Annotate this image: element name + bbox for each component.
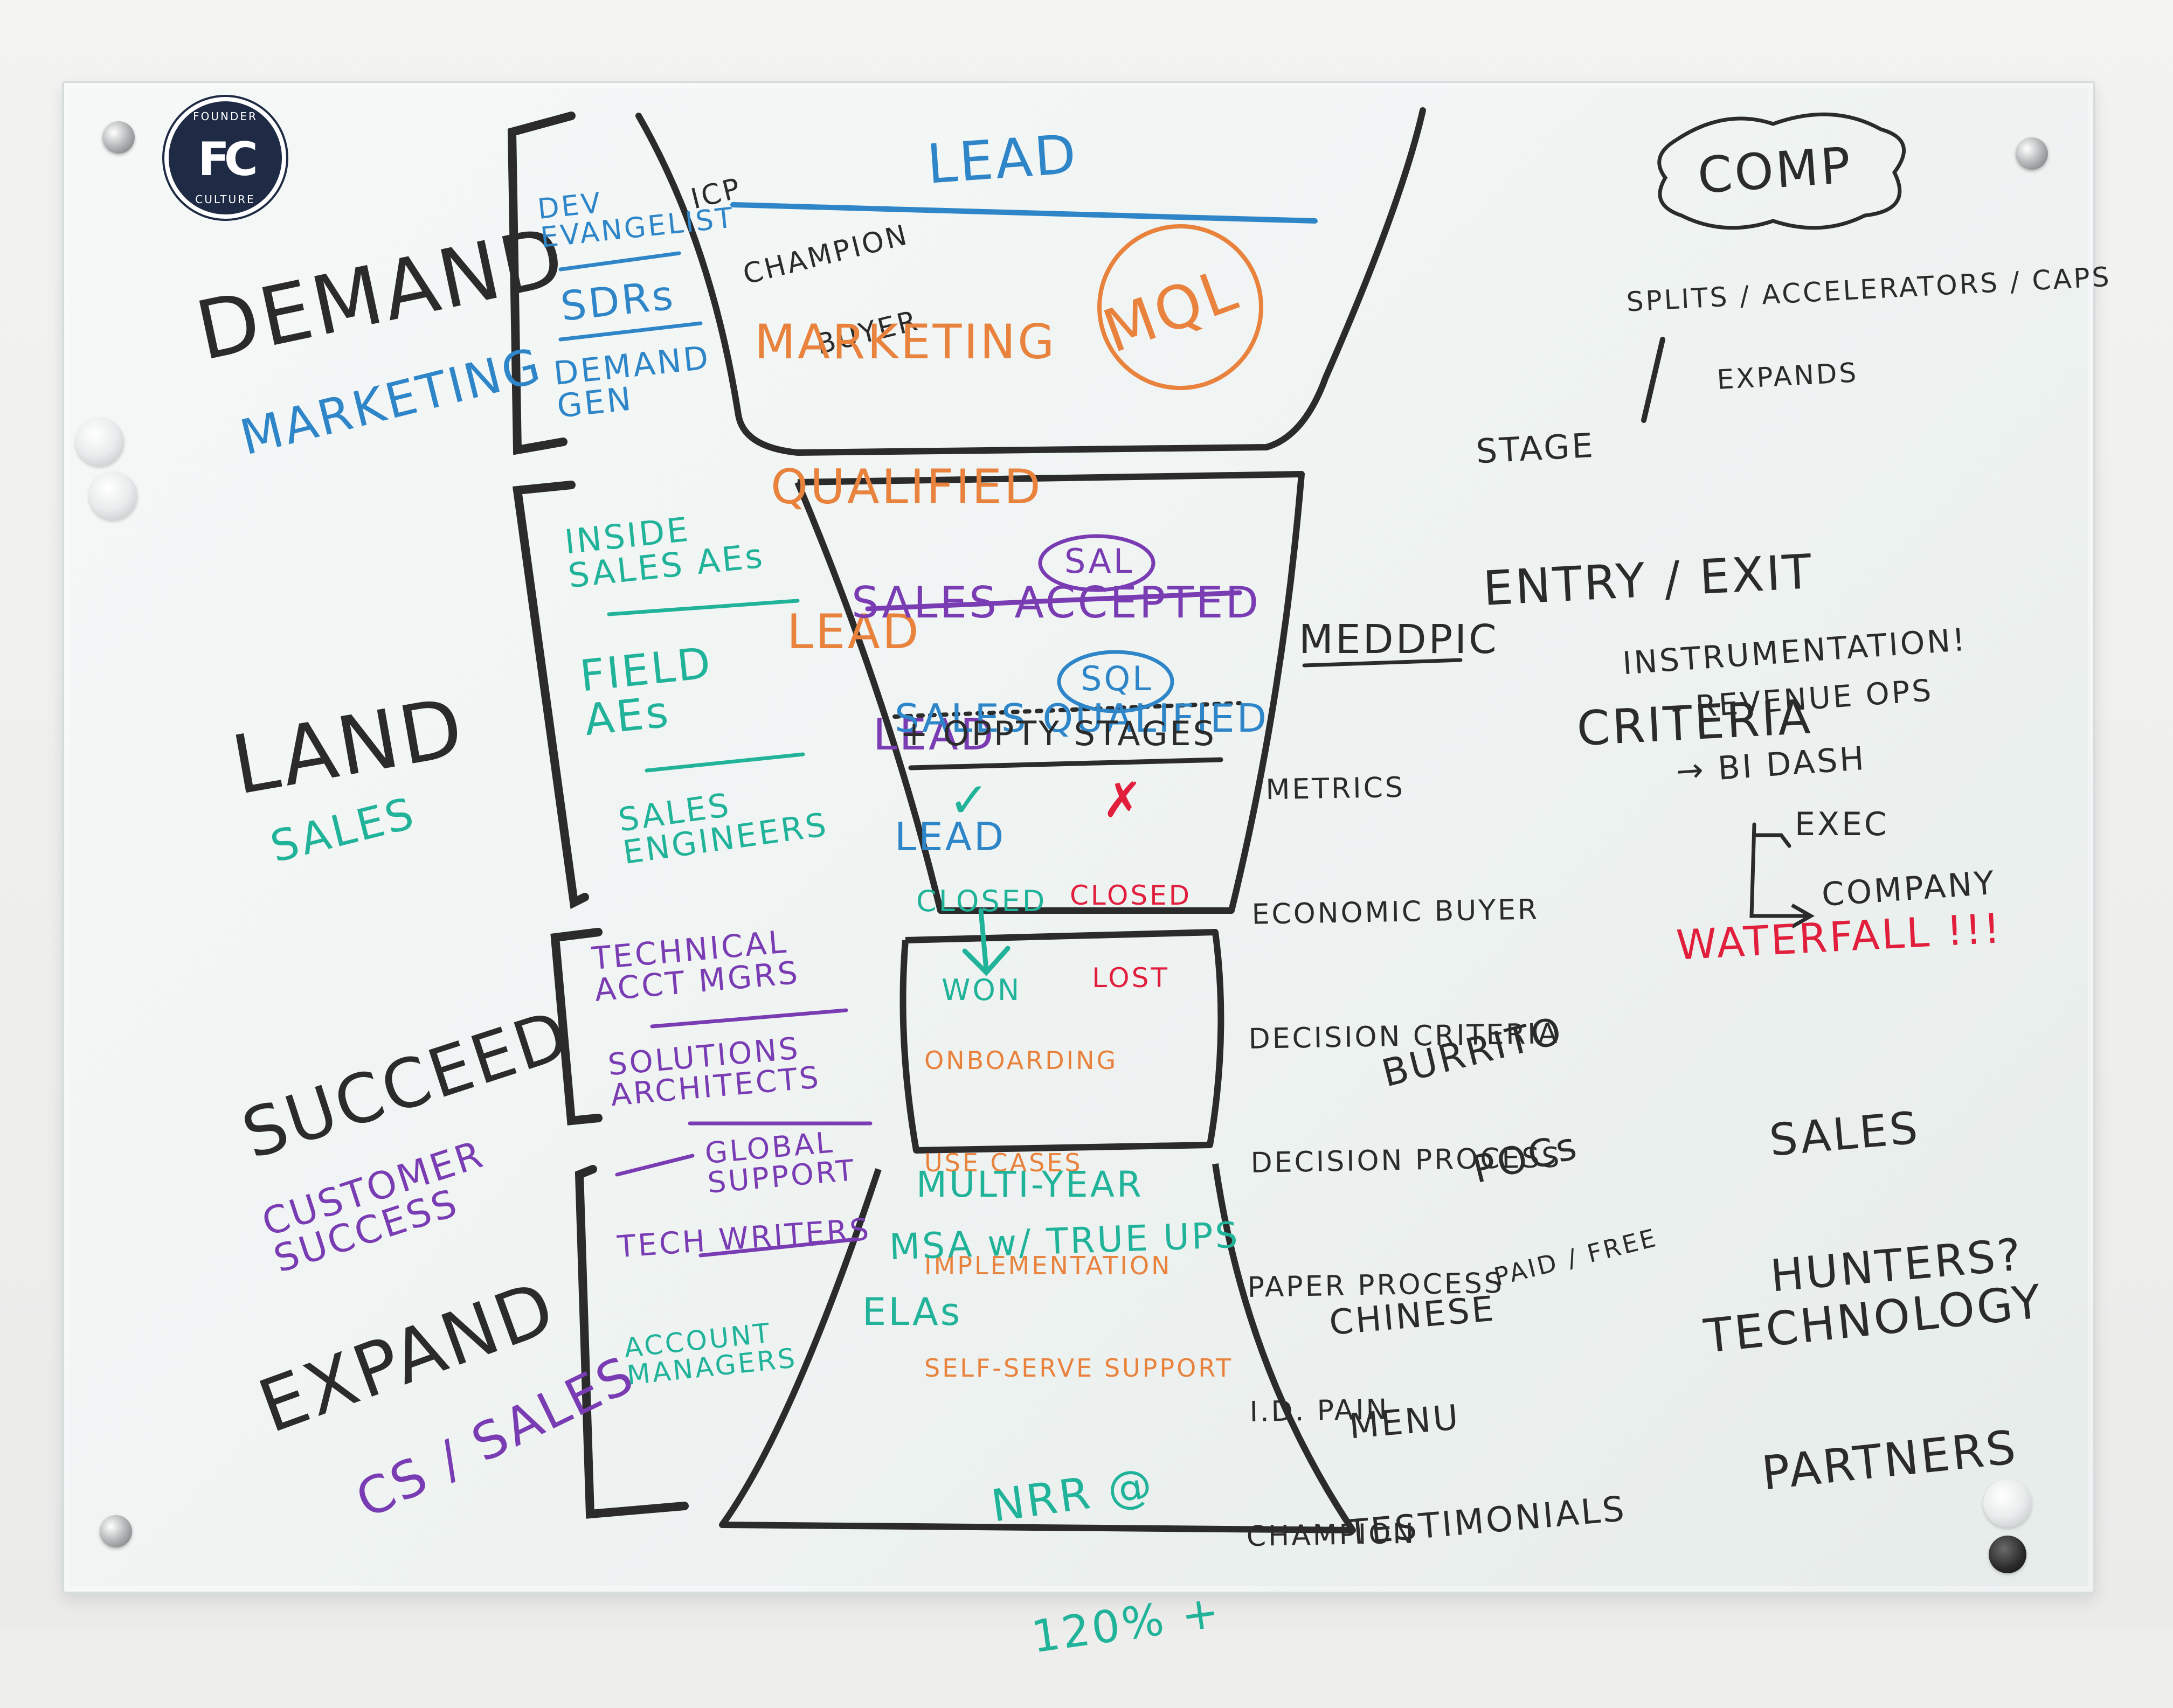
logo-top-text: FOUNDER: [193, 110, 258, 123]
nrr-line-2: 120% +: [1028, 1586, 1224, 1663]
mql-line-qualified: QUALIFIED: [771, 459, 1043, 515]
icp-label: ICP: [688, 172, 745, 216]
magnet: [89, 471, 137, 520]
sales-hunters-line: SALES: [1767, 1102, 1922, 1167]
sql-label: SALES QUALIFIED LEAD: [895, 620, 1269, 897]
logo-mark: FC: [198, 133, 258, 186]
burrito-line: BURRITO: [1377, 1008, 1568, 1096]
magnet: [1983, 1479, 2032, 1528]
technology-partners-line: TECHNOLOGY: [1701, 1275, 2046, 1364]
mql-line-marketing: MARKETING: [755, 314, 1057, 370]
won-check-icon: ✓: [949, 772, 992, 829]
oppty-stages-label: + OPPTY STAGES: [900, 714, 1216, 753]
board-standoff: [2016, 137, 2048, 170]
mql-label: MARKETING QUALIFIED LEAD: [755, 221, 1056, 705]
sql-line-2: LEAD: [895, 814, 1006, 860]
onboarding-item: USE CASES: [924, 1148, 1083, 1178]
comp-detail-line: SPLITS / ACCELERATORS / CAPS: [1625, 261, 2112, 318]
instrumentation-exec: EXEC: [1795, 806, 1889, 843]
nrr-label: NRR @ 120% +: [976, 1366, 1230, 1707]
founder-culture-logo: FOUNDER FC CULTURE: [164, 97, 286, 219]
onboarding-list: ONBOARDING USE CASES IMPLEMENTATION SELF…: [924, 975, 1233, 1420]
closed-lost-line-2: LOST: [1092, 962, 1169, 994]
multi-year-label: MULTI-YEAR: [916, 1164, 1144, 1205]
lead-label: LEAD: [925, 122, 1081, 196]
sql-badge: SQL: [1081, 659, 1153, 698]
meddpic-item: ECONOMIC BUYER: [1251, 893, 1540, 931]
chinese-menu-line: CHINESE: [1327, 1288, 1497, 1343]
nrr-line-1: NRR @: [988, 1459, 1158, 1532]
chinese-menu-line: TESTIMONIALS: [1346, 1489, 1628, 1553]
criteria-line-stage: STAGE: [1475, 425, 1596, 471]
closed-won-line-2: WON: [942, 973, 1022, 1008]
board-standoff: [100, 1515, 132, 1547]
meddpic-item: METRICS: [1265, 771, 1406, 807]
role-sdrs: SDRs: [558, 271, 677, 330]
sal-line-1: SALES ACCEPTED: [852, 578, 1261, 628]
onboarding-item: SELF-SERVE SUPPORT: [924, 1353, 1234, 1383]
elas-label: ELAs: [862, 1290, 963, 1334]
criteria-line-entry-exit: ENTRY / EXIT: [1482, 544, 1815, 617]
technology-partners-line: PARTNERS: [1759, 1420, 2020, 1501]
magnet: [75, 418, 124, 466]
technology-partners-note: TECHNOLOGY PARTNERS: [1692, 1185, 2065, 1550]
closed-won-label: CLOSED WON: [916, 827, 1047, 1035]
onboarding-item: ONBOARDING: [924, 1045, 1118, 1075]
pocs-line: POCs: [1468, 1123, 1583, 1192]
sal-badge: SAL: [1064, 541, 1134, 581]
chinese-menu-line: MENU: [1347, 1398, 1462, 1447]
sal-label: SALES ACCEPTED LEAD: [852, 493, 1261, 801]
board-standoff: [102, 121, 135, 154]
closed-won-line-1: CLOSED: [916, 884, 1047, 919]
chinese-menu-note: CHINESE MENU TESTIMONIALS: [1322, 1212, 1631, 1586]
role-global-support: GLOBAL SUPPORT: [703, 1125, 857, 1200]
sql-line-1: SALES QUALIFIED: [895, 695, 1269, 741]
logo-bottom-text: CULTURE: [195, 193, 255, 206]
sal-line-2: LEAD: [873, 709, 996, 760]
mql-line-lead: LEAD: [787, 604, 921, 659]
lost-x-icon: ✗: [1102, 772, 1145, 829]
meddpic-title: MEDDPIC: [1299, 616, 1499, 663]
comp-label: COMP: [1696, 136, 1854, 205]
role-dev-evangelist: DEV EVANGELIST: [536, 186, 737, 254]
magnet: [1989, 1536, 2026, 1573]
closed-lost-label: CLOSED LOST: [1070, 827, 1192, 1019]
onboarding-item: IMPLEMENTATION: [924, 1251, 1172, 1280]
closed-lost-line-1: CLOSED: [1070, 880, 1192, 911]
role-field-aes: FIELD AEs: [577, 637, 715, 745]
